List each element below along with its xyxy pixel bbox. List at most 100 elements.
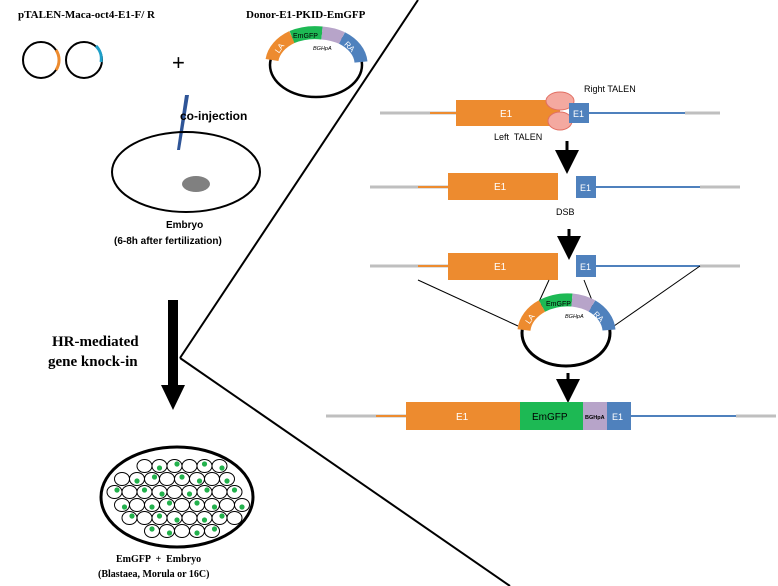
right-talen-label: Right TALEN <box>584 84 636 94</box>
final-e1-right: E1 <box>612 412 623 422</box>
plus-sign: + <box>172 50 185 75</box>
emgfp-dot <box>149 504 155 510</box>
emgfp-dot <box>149 526 155 532</box>
stage1-e1: E1 <box>500 109 513 120</box>
injection-needle <box>177 95 189 150</box>
stage3-e1-right: E1 <box>580 262 591 272</box>
blastomere-cell <box>151 485 168 499</box>
donor-title: Donor-E1-PKID-EmGFP <box>246 9 366 21</box>
final-locus: E1 EmGFP BGHpA E1 <box>326 402 776 430</box>
emgfp-dot <box>211 526 218 532</box>
final-bghpa: BGHpA <box>585 415 605 421</box>
emgfp-dot <box>194 500 200 506</box>
blastomere-cell <box>121 485 138 499</box>
blastomere-cell <box>219 498 235 512</box>
emgfp-dot <box>231 487 238 493</box>
blastomere-cell <box>211 459 228 473</box>
blastomere-cell <box>159 472 175 486</box>
blastomere-cell <box>166 459 183 473</box>
blastomere-cell <box>136 511 153 525</box>
emgfp-dot <box>156 513 163 519</box>
emgfp-dot <box>204 487 210 493</box>
emgfp-dot <box>201 517 208 523</box>
embryo-cell <box>111 131 261 213</box>
blastomere-cell <box>226 511 243 525</box>
left-talen-shape <box>547 111 573 131</box>
coinjection-label: co-injection <box>180 109 247 123</box>
blastomere-cell <box>129 498 145 512</box>
final-e1: E1 <box>456 412 469 423</box>
final-emgfp: EmGFP <box>532 412 568 423</box>
stage2-e1-right: E1 <box>580 183 591 193</box>
emgfp-dot <box>201 461 208 467</box>
emgfp-dot <box>179 474 185 480</box>
emgfp-dot <box>121 504 128 510</box>
emgfp-dot <box>151 474 158 480</box>
blastomere-cell <box>166 511 183 525</box>
plasmid-title: pTALEN-Maca-oct4-E1-F/ R <box>18 9 156 21</box>
emgfp-dot <box>219 513 225 519</box>
emgfp-dot <box>159 491 165 497</box>
stage2-e1: E1 <box>494 182 507 193</box>
donor-plasmid: LA EmGFP BGHpA RA <box>265 26 368 99</box>
hr-arrow-head <box>161 385 185 410</box>
stage2-locus: E1 E1 <box>370 173 740 200</box>
stage1-locus: E1 E1 <box>380 91 720 131</box>
blastomere-cell <box>189 472 205 486</box>
blastomere-cell <box>114 472 130 486</box>
emgfp-dot <box>166 530 173 536</box>
emgfp-dot <box>166 500 173 506</box>
blastomere-cell <box>174 524 190 538</box>
result-label-line2: (Blastaea, Morula or 16C) <box>98 569 209 580</box>
blastomere-cell <box>159 524 175 538</box>
divider-diagonal <box>179 0 419 359</box>
stage3-locus: E1 E1 <box>370 253 740 280</box>
blastomere-cell <box>144 472 160 486</box>
blastomere-cell <box>114 498 130 512</box>
blastomere-cell <box>211 485 228 499</box>
embryo-label: Embryo <box>166 220 203 231</box>
stage3-e1: E1 <box>494 262 507 273</box>
emgfp-dot <box>186 491 193 497</box>
emgfp-dot <box>219 465 225 471</box>
donor-emgfp-label: EmGFP <box>293 33 318 40</box>
divider-lower <box>179 357 511 586</box>
emgfp-dot <box>196 478 203 484</box>
blastomere-cell <box>106 485 123 499</box>
stage1-e1-right: E1 <box>573 109 584 119</box>
emgfp-dot <box>134 478 140 484</box>
blastomere-cell <box>196 485 213 499</box>
donor-bghpa-label: BGHpA <box>313 46 332 52</box>
emgfp-dot <box>224 478 230 484</box>
donor-right-bghpa-label: BGHpA <box>565 314 584 320</box>
blastomere-cell <box>204 524 220 538</box>
donor-plasmid-right: LA EmGFP BGHpA RA <box>517 293 616 368</box>
blastomere-cell <box>174 498 190 512</box>
dsb-label: DSB <box>556 207 575 217</box>
blastomere-cell <box>181 511 198 525</box>
right-talen-shape <box>545 91 575 111</box>
hr-label-line2: gene knock-in <box>48 354 138 370</box>
emgfp-dot <box>174 461 180 467</box>
blastomere-cell <box>136 459 153 473</box>
hr-label-line1: HR-mediated <box>52 334 139 350</box>
emgfp-dot <box>239 504 245 510</box>
blastomere-cell <box>159 498 175 512</box>
embryo-sublabel: (6-8h after fertilization) <box>114 236 222 247</box>
hr-arrow-shaft <box>168 300 178 388</box>
emgfp-dot <box>174 517 180 523</box>
embryo-nucleus <box>182 176 210 192</box>
blastomere-cell <box>204 472 220 486</box>
blastomere-cell <box>204 498 220 512</box>
left-talen-label: Left TALEN <box>494 132 542 142</box>
emgfp-dot <box>211 504 218 510</box>
result-label-line1: EmGFP + Embryo <box>116 554 201 565</box>
blastocyst <box>99 445 255 549</box>
emgfp-dot <box>194 530 200 536</box>
blastomere-cell <box>166 485 183 499</box>
donor-right-emgfp-label: EmGFP <box>546 301 571 308</box>
blastomere-cell <box>211 511 228 525</box>
emgfp-dot <box>156 465 163 471</box>
emgfp-dot <box>141 487 148 493</box>
